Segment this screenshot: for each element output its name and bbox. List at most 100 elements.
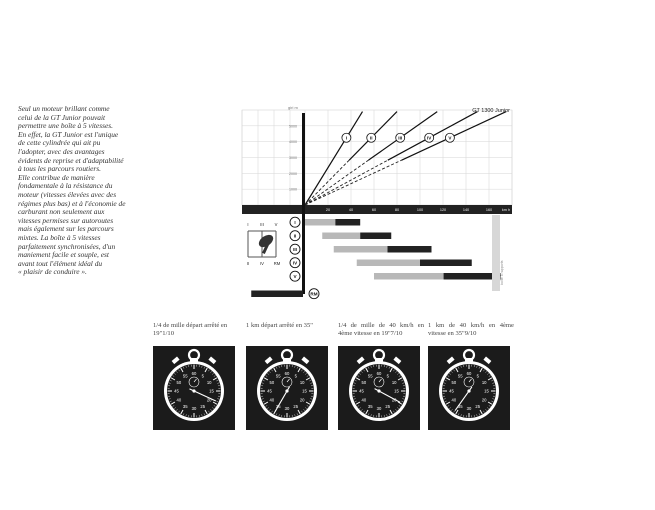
dial-tick: [485, 371, 487, 373]
y-tick-label: 4000: [289, 140, 297, 144]
dial-number: 30: [192, 406, 197, 411]
dial-tick: [169, 400, 172, 402]
dial-tick: [204, 409, 208, 415]
dial-number: 10: [482, 380, 487, 385]
dial-number: 40: [452, 397, 457, 402]
dial-tick: [368, 366, 370, 369]
intro-paragraph: Seul un moteur brillant comme celui de l…: [18, 104, 126, 277]
dial-tick: [479, 409, 483, 415]
dial-tick: [203, 366, 205, 369]
dial-tick: [449, 373, 451, 375]
dial-tick: [388, 413, 390, 416]
dial-tick: [386, 365, 388, 368]
dial-tick: [276, 413, 278, 416]
dial-tick: [310, 382, 313, 384]
dial-tick: [354, 400, 357, 402]
dial-tick: [460, 365, 462, 368]
caption-km-rolling: 1 km de 40 km/h en 4ème vitesse en 35"9/…: [428, 322, 514, 337]
side-pusher-right: [301, 356, 310, 365]
dial-number: 15: [394, 389, 399, 394]
dial-tick: [488, 405, 491, 407]
dial-tick: [305, 407, 307, 409]
dial-tick: [183, 366, 185, 369]
dial-tick: [445, 377, 451, 381]
dial-tick: [306, 375, 309, 377]
dial-tick: [402, 398, 405, 400]
sub-dial: [281, 376, 293, 388]
dial-tick: [483, 410, 485, 413]
hand-pivot: [467, 389, 471, 393]
shift-position-label: IV: [260, 261, 264, 266]
dial-tick: [174, 407, 176, 409]
dial-tick: [397, 401, 403, 405]
dial-tick: [361, 371, 363, 373]
dial-tick: [263, 377, 269, 381]
dial-tick: [301, 369, 303, 372]
dial-tick: [395, 409, 397, 411]
x-tick-label: 80: [395, 208, 399, 212]
dial-tick: [386, 414, 388, 417]
dial-tick: [397, 377, 403, 381]
dial-tick: [487, 377, 493, 381]
gear-label-circle: [444, 132, 455, 143]
shift-position-label: III: [260, 222, 264, 227]
shift-position-label: II: [247, 261, 249, 266]
gear-bar-IV-dark: [420, 259, 472, 266]
dial-tick: [168, 382, 171, 384]
dial-tick: [389, 409, 393, 415]
dial-tick: [491, 400, 494, 402]
dial-number: 10: [207, 380, 212, 385]
gear-bar-label-circle: [308, 288, 320, 300]
gear-bar-IV-light: [356, 259, 420, 266]
dial-tick: [398, 375, 401, 377]
gear-bar-I-light: [305, 219, 336, 226]
dial-tick: [262, 400, 265, 402]
dial-tick: [265, 375, 268, 377]
sub-dial-hand: [286, 378, 290, 383]
dial-tick: [203, 413, 205, 416]
dial-number: 50: [270, 380, 275, 385]
dial-tick: [180, 367, 184, 373]
dial-tick: [271, 369, 273, 372]
dial-tick: [297, 367, 301, 373]
dial-tick: [267, 407, 269, 409]
dial-tick: [483, 369, 485, 372]
dial-number: 20: [300, 397, 305, 402]
dial-tick: [451, 371, 453, 373]
dial-number: 25: [385, 404, 390, 409]
dial-number: 50: [177, 380, 182, 385]
crown-stem: [465, 358, 473, 363]
dial-tick: [176, 371, 178, 373]
gear-bar-label-circle: [289, 257, 301, 269]
gear-bar-V-dark: [443, 273, 501, 280]
gear-bar-II-light: [322, 232, 361, 239]
gear-bar-label: IV: [293, 261, 298, 266]
shift-lever-icon: [262, 239, 271, 254]
dial-number: 55: [276, 373, 281, 378]
dial-number: 45: [449, 389, 454, 394]
dial-tick: [402, 382, 405, 384]
dial-number: 45: [174, 389, 179, 394]
dial-tick: [301, 410, 303, 413]
gear-bar-label: III: [293, 247, 297, 252]
gear-label-circle: [366, 132, 377, 143]
gear-line-II-dashed: [304, 159, 350, 206]
dial-tick: [296, 366, 298, 369]
sub-dial: [463, 376, 475, 388]
dial-number: 60: [192, 371, 197, 376]
dial-number: 15: [302, 389, 307, 394]
sub-dial: [188, 376, 200, 388]
dial-tick: [216, 400, 219, 402]
dial-number: 5: [387, 373, 390, 378]
gear-bar-label: I: [294, 220, 295, 225]
dial-number: 35: [368, 404, 373, 409]
dial-tick: [491, 380, 494, 382]
dial-tick: [444, 400, 447, 402]
dial-tick: [303, 409, 305, 411]
gear-bar-label-circle: [289, 243, 301, 255]
dial-tick: [359, 373, 361, 375]
